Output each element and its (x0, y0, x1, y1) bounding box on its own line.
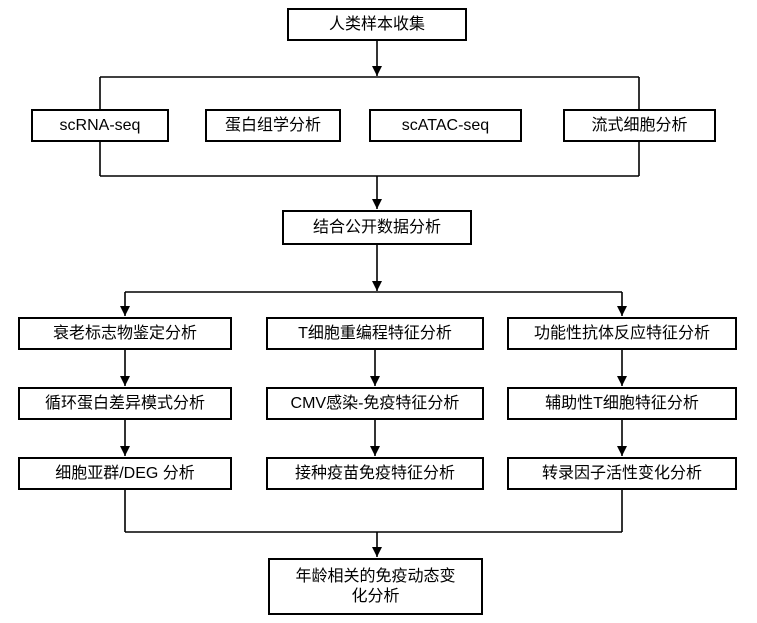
node-cmv-infection-immune-features: CMV感染-免疫特征分析 (266, 387, 484, 420)
node-transcription-factor-activity: 转录因子活性变化分析 (507, 457, 737, 490)
node-scatac-seq: scATAC-seq (369, 109, 522, 142)
node-vaccination-immune-features: 接种疫苗免疫特征分析 (266, 457, 484, 490)
node-circulating-protein-patterns: 循环蛋白差异模式分析 (18, 387, 232, 420)
node-cell-subset-deg-analysis: 细胞亚群/DEG 分析 (18, 457, 232, 490)
node-age-related-immune-dynamics: 年龄相关的免疫动态变 化分析 (268, 558, 483, 615)
node-functional-antibody-response: 功能性抗体反应特征分析 (507, 317, 737, 350)
node-aging-marker-identification: 衰老标志物鉴定分析 (18, 317, 232, 350)
node-public-data-integration: 结合公开数据分析 (282, 210, 472, 245)
node-helper-tcell-features: 辅助性T细胞特征分析 (507, 387, 737, 420)
node-flow-cytometry-analysis: 流式细胞分析 (563, 109, 716, 142)
node-tcell-reprogramming-features: T细胞重编程特征分析 (266, 317, 484, 350)
node-proteomics-analysis: 蛋白组学分析 (205, 109, 341, 142)
node-scrna-seq: scRNA-seq (31, 109, 169, 142)
node-human-sample-collection: 人类样本收集 (287, 8, 467, 41)
